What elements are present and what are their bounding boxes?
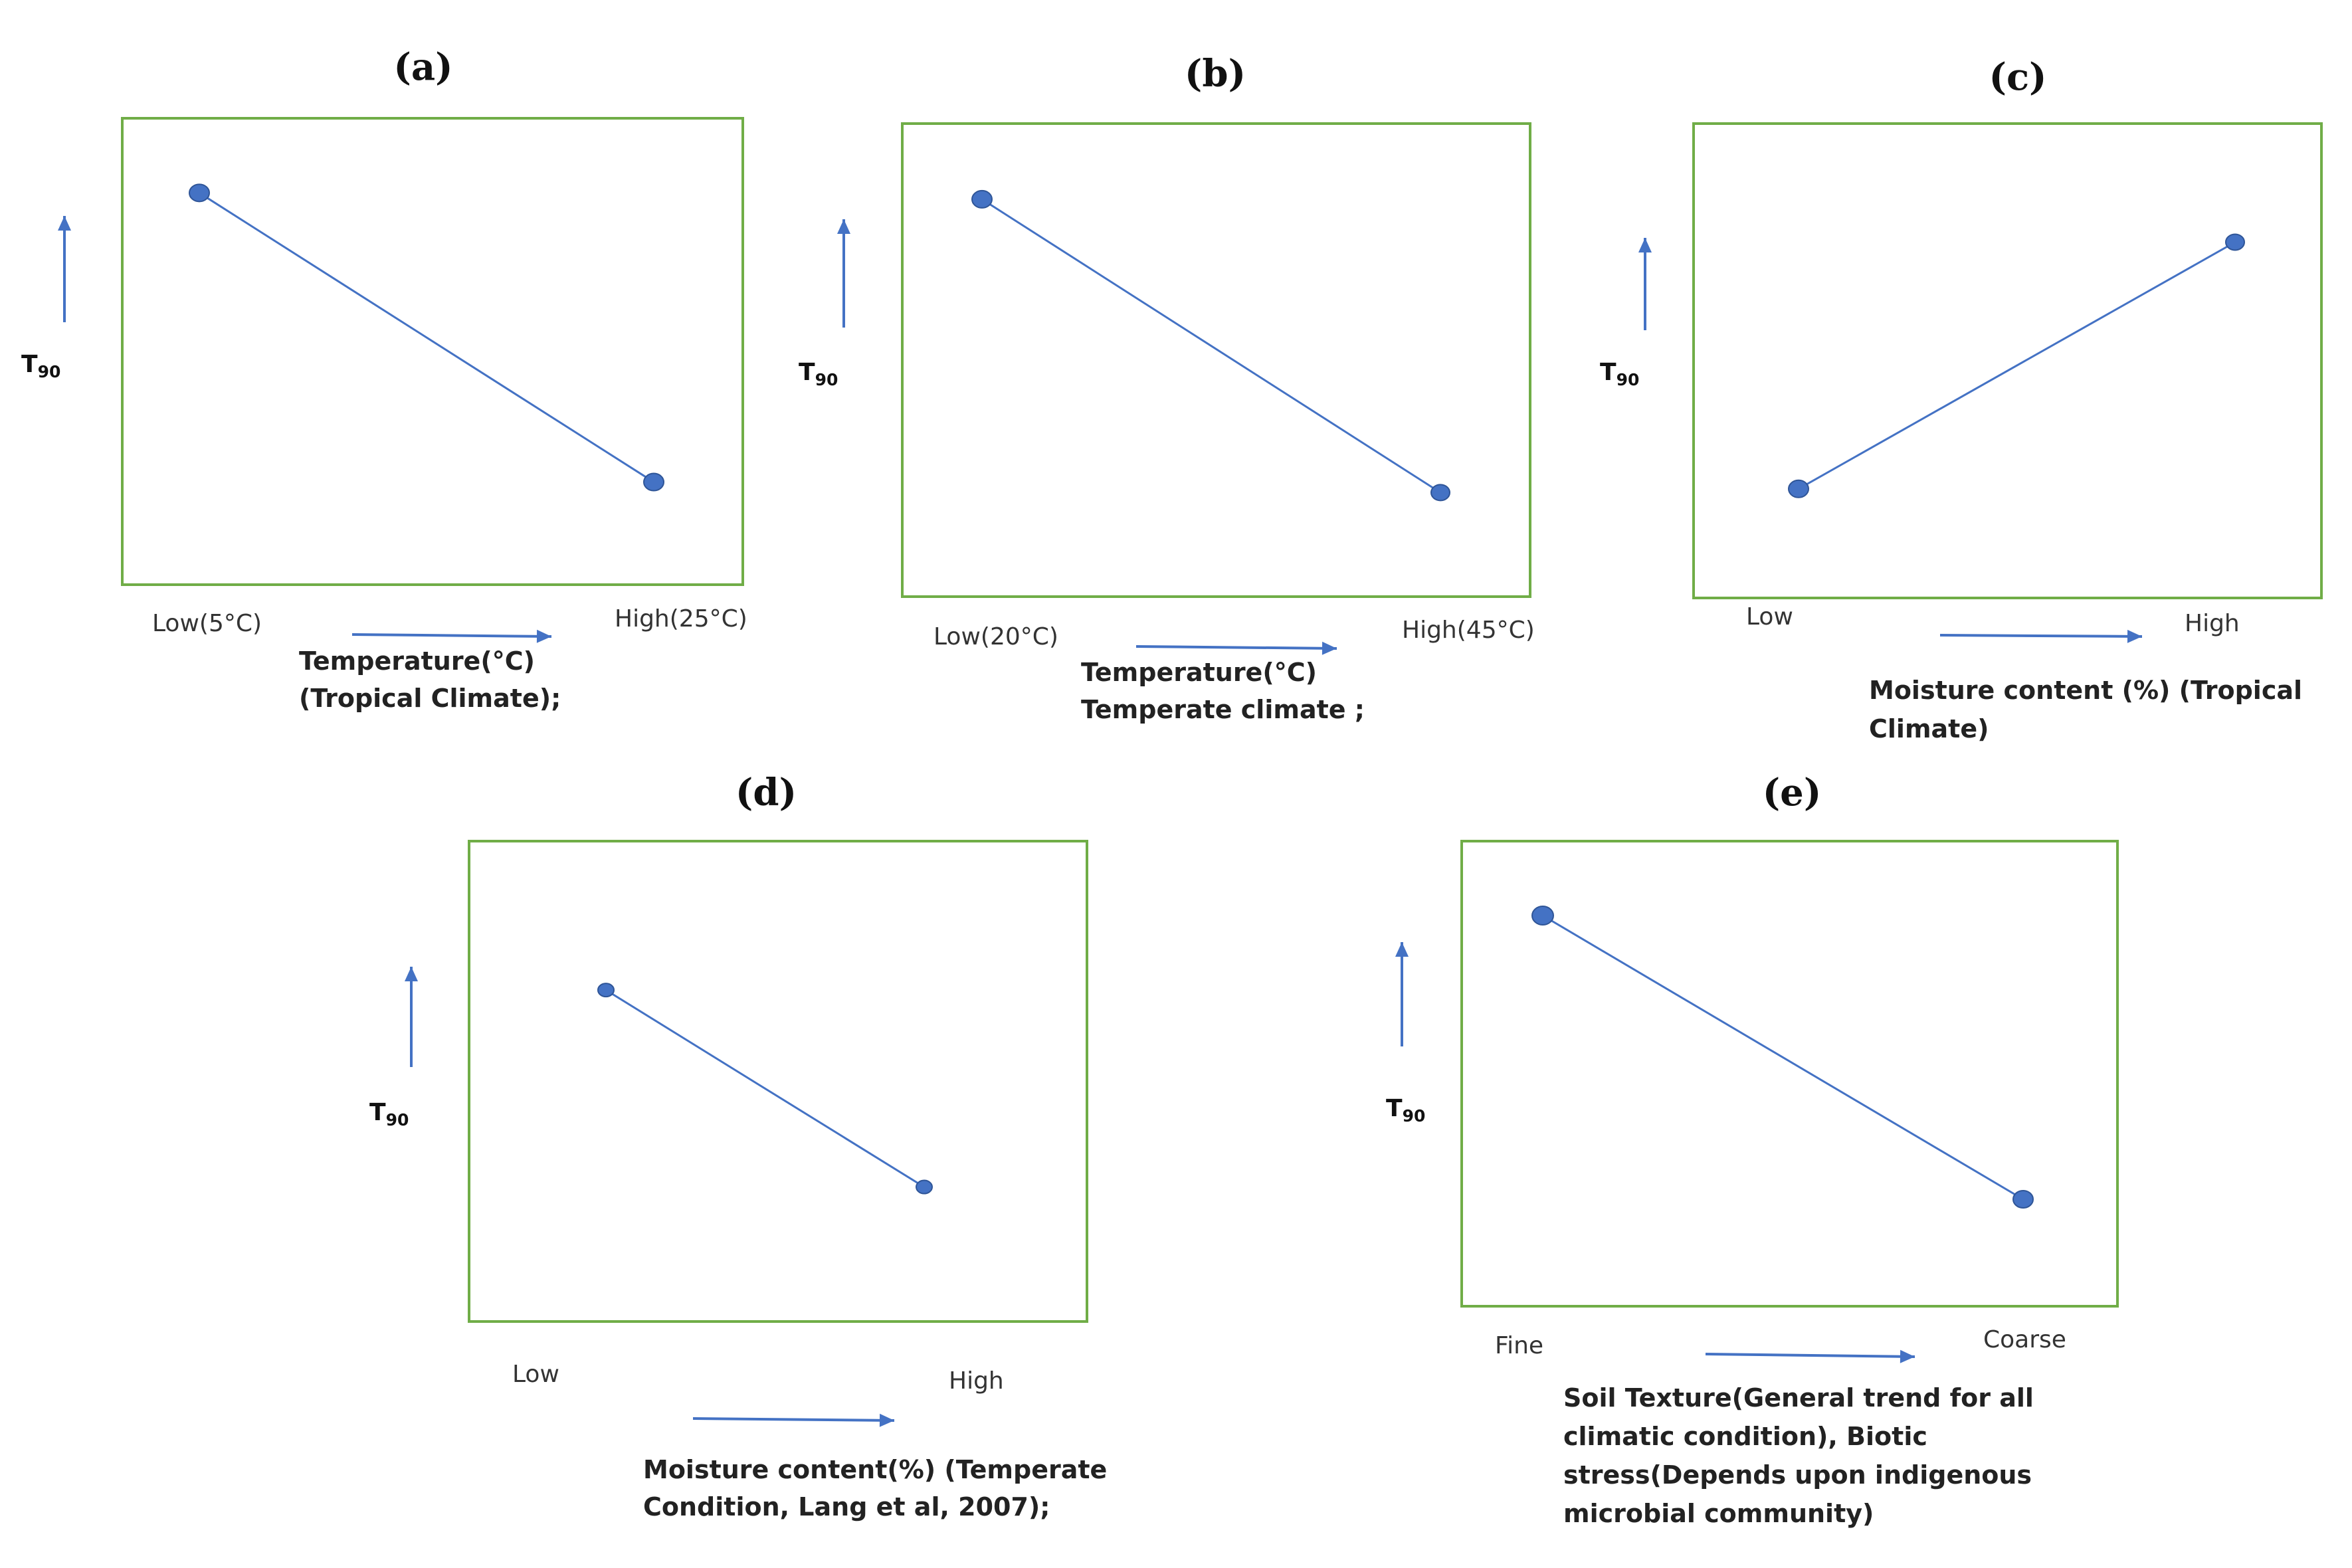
series-line xyxy=(981,198,1441,494)
y-axis-arrow-head xyxy=(405,967,418,981)
x-axis-title-line: stress(Depends upon indigenous xyxy=(1563,1460,2032,1490)
x-axis-arrow-head xyxy=(1900,1349,1915,1363)
x-axis-title-line: Temperate climate ; xyxy=(1081,695,1365,724)
y-axis-arrow-head xyxy=(1395,942,1409,957)
x-tick-label: High(45°C) xyxy=(1402,617,1535,644)
plot-frame xyxy=(468,840,1088,1323)
x-axis-arrow xyxy=(1705,1349,1915,1363)
data-point xyxy=(1788,479,1809,498)
y-axis-arrow xyxy=(405,967,418,1067)
x-axis-arrow-head xyxy=(1322,641,1337,655)
x-tick-label: Low xyxy=(1746,603,1793,631)
y-axis-arrow xyxy=(1638,238,1652,330)
y-axis-label: T90 xyxy=(369,1099,409,1129)
x-axis-title-line: Moisture content (%) (Tropical xyxy=(1869,676,2302,705)
x-tick-label: High xyxy=(949,1367,1004,1395)
panel-label: (c) xyxy=(1989,55,2046,99)
y-axis-label: T90 xyxy=(799,359,838,389)
data-point xyxy=(916,1179,933,1195)
x-axis-arrow-head xyxy=(2127,629,2142,643)
y-axis-label: T90 xyxy=(1386,1095,1425,1126)
data-point xyxy=(1531,906,1554,926)
x-axis-arrow-shaft xyxy=(692,1417,895,1422)
y-axis-arrow xyxy=(58,216,71,322)
plot-frame xyxy=(121,117,744,586)
y-axis-arrow-head xyxy=(58,216,71,231)
series-line xyxy=(1542,914,2024,1201)
data-point xyxy=(643,472,664,492)
x-axis-arrow-shaft xyxy=(1135,645,1337,650)
data-point xyxy=(597,983,615,998)
x-axis-arrow-shaft xyxy=(351,633,552,638)
x-tick-label: High(25°C) xyxy=(615,605,747,633)
x-axis-title-line: Moisture content(%) (Temperate xyxy=(643,1455,1107,1484)
x-axis-title-line: Temperature(°C) xyxy=(299,646,535,676)
y-axis-arrow xyxy=(1395,942,1409,1046)
y-axis-label: T90 xyxy=(21,351,60,381)
x-axis-arrow-head xyxy=(536,629,551,643)
series-line xyxy=(605,989,925,1188)
y-axis-label: T90 xyxy=(1600,359,1639,389)
x-tick-label: Low(5°C) xyxy=(152,610,262,637)
data-point xyxy=(189,183,210,203)
x-axis-arrow xyxy=(351,629,552,643)
x-axis-arrow-shaft xyxy=(1939,634,2143,638)
data-point xyxy=(971,189,993,209)
x-axis-title-line: Temperature(°C) xyxy=(1081,658,1317,687)
panel-label: (d) xyxy=(735,771,797,815)
data-point xyxy=(1430,484,1450,502)
y-axis-arrow xyxy=(837,219,850,328)
x-axis-arrow xyxy=(1939,629,2143,643)
x-axis-arrow xyxy=(1135,641,1337,655)
x-axis-title-line: climatic condition), Biotic xyxy=(1563,1422,1927,1451)
x-tick-label: Fine xyxy=(1495,1332,1543,1359)
data-point xyxy=(2012,1190,2034,1209)
x-axis-title-line: microbial community) xyxy=(1563,1499,1874,1528)
panel-label: (a) xyxy=(393,45,452,89)
x-tick-label: Coarse xyxy=(1983,1326,2066,1353)
y-axis-arrow-head xyxy=(1638,238,1652,252)
series-line xyxy=(1798,241,2236,490)
x-axis-arrow-head xyxy=(879,1413,894,1427)
x-tick-label: High xyxy=(2185,610,2240,637)
series-line xyxy=(199,192,654,483)
x-axis-arrow xyxy=(692,1413,895,1427)
x-axis-arrow-shaft xyxy=(1705,1353,1915,1358)
x-axis-title-line: Condition, Lang et al, 2007); xyxy=(643,1492,1050,1521)
plot-frame xyxy=(901,122,1531,598)
x-tick-label: Low(20°C) xyxy=(933,623,1058,650)
x-tick-label: Low xyxy=(512,1361,559,1388)
x-axis-title-line: Soil Texture(General trend for all xyxy=(1563,1383,2034,1413)
plot-frame xyxy=(1460,840,2119,1308)
panel-label: (e) xyxy=(1763,771,1822,815)
plot-frame xyxy=(1692,122,2323,599)
x-axis-title-line: Climate) xyxy=(1869,714,1989,743)
y-axis-arrow-head xyxy=(837,219,850,234)
x-axis-title-line: (Tropical Climate); xyxy=(299,684,561,713)
panel-label: (b) xyxy=(1185,52,1246,96)
data-point xyxy=(2225,233,2245,251)
